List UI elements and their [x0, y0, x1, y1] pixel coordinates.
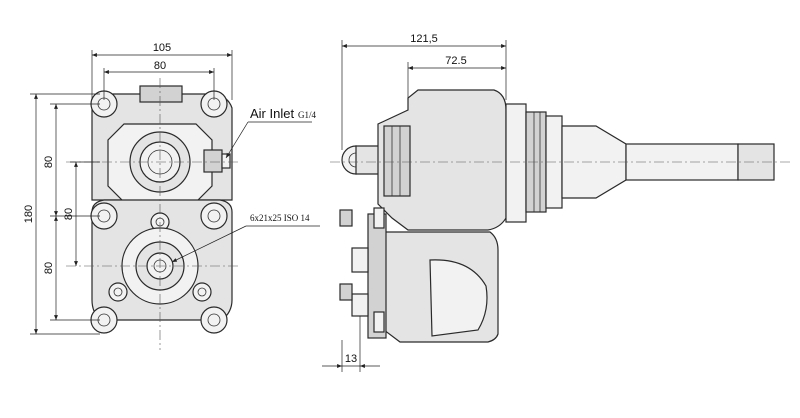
- spline-leader: [171, 225, 247, 263]
- air-inlet-leader: [225, 121, 249, 159]
- ear-boss-bottom-right: [200, 306, 228, 334]
- bolt-lower-left: [108, 282, 128, 302]
- dim-105-text: 105: [153, 42, 171, 54]
- bleed-screw-upper: [339, 209, 353, 227]
- nut-upper: [373, 207, 385, 229]
- bolt-lower-left-hole: [113, 287, 123, 297]
- side-port-upper: [351, 247, 369, 273]
- dim-13-text: 13: [345, 353, 357, 365]
- nut-lower: [373, 311, 385, 333]
- side-dimensions: 121,5 72.5 13: [322, 33, 507, 372]
- front-dimensions: 105 80 180 80 80 80: [23, 42, 233, 335]
- cylinder-face: [383, 125, 411, 197]
- dim-72-5-text: 72.5: [445, 55, 466, 67]
- front-view: [66, 78, 240, 350]
- bleed-screw-lower: [339, 283, 353, 301]
- top-mount-pad: [139, 85, 183, 103]
- dim-80-left-lower-text: 80: [43, 262, 55, 274]
- bolt-hole-bottom-right: [207, 313, 221, 327]
- front-callouts: Air Inlet G1/4 6x21x25 ISO 14: [171, 106, 320, 263]
- air-inlet-fitting: [203, 149, 223, 173]
- dim-121-5-text: 121,5: [410, 33, 438, 45]
- side-view: [330, 89, 790, 343]
- side-port-lower: [351, 293, 369, 317]
- dim-80-top-text: 80: [154, 60, 166, 72]
- ear-boss-mid-right: [200, 202, 228, 230]
- dim-80-left-upper-text: 80: [43, 156, 55, 168]
- air-inlet-thread-label: G1/4: [298, 110, 317, 120]
- hub-ring: [505, 103, 527, 223]
- cam-housing: [429, 259, 488, 337]
- air-inlet-port: [221, 153, 231, 169]
- dim-180-text: 180: [23, 205, 35, 223]
- dim-80-mid-text: 80: [63, 208, 75, 220]
- bolt-lower-right-hole: [197, 287, 207, 297]
- bolt-hole-mid-right: [207, 209, 221, 223]
- spline-spec-label: 6x21x25 ISO 14: [250, 213, 310, 223]
- air-inlet-label: Air Inlet: [250, 106, 294, 121]
- bolt-lower-right: [192, 282, 212, 302]
